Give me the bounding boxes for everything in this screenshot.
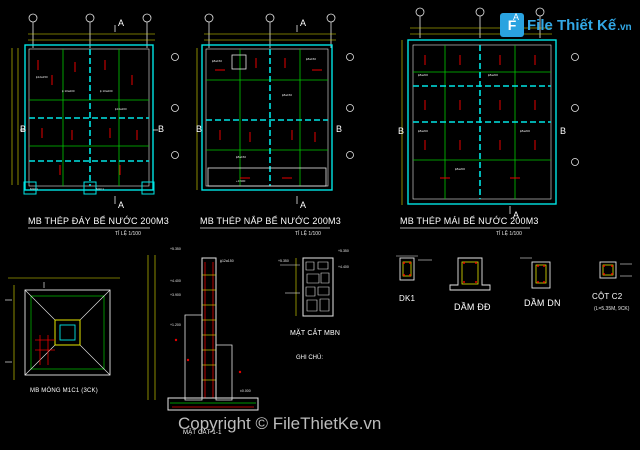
axis-a-label: A [118,18,125,28]
section-mbn-title: MẶT CẮT MBN [290,330,341,337]
axis-a-label: A [513,12,520,22]
svg-text:ϕ12a150: ϕ12a150 [220,259,234,263]
dam-dn-title: DẦM DN [524,298,561,308]
cover-plan-scale: TỈ LỆ 1/100 [295,231,321,237]
floor-plan: ϕ 10a200 ϕ 10a200 ϕ12a150 ϕ10a200 M1C1 M1C1 [11,13,179,204]
cover-plan-title: MB THÉP NẮP BỂ NƯỚC 200M3 [200,216,341,226]
svg-text:+5.350: +5.350 [170,247,181,251]
svg-text:+1.200: +1.200 [170,323,181,327]
axis-a-label: A [118,200,125,210]
section-1-1-title: MẶT CẮT 1-1 [183,430,222,436]
notes-title: GHI CHÚ: [296,355,323,361]
svg-text:ϕ8a200: ϕ8a200 [488,73,498,77]
general-notes: GHI CHÚ: [296,355,323,361]
svg-text:ϕ8a200: ϕ8a200 [455,167,465,171]
svg-text:M1C1: M1C1 [30,187,38,191]
axis-b-label: B [398,126,405,136]
axis-a-label: A [300,200,307,210]
floor-plan-scale: TỈ LỆ 1/100 [115,231,141,237]
dk1-title: DK1 [399,294,416,303]
svg-text:ϕ 10a200: ϕ 10a200 [62,89,75,93]
axis-b-label: B [560,126,567,136]
cover-plan: ϕ8a150 ϕ8a150 ϕ8a150 ϕ8a150 +3.900 [196,13,354,204]
svg-text:ϕ8a200: ϕ8a200 [418,73,428,77]
svg-text:+4.400: +4.400 [170,279,181,283]
axis-b-label: B [158,124,165,134]
svg-text:ϕ8a200: ϕ8a200 [520,129,530,133]
roof-plan-title: MB THÉP MÁI BỂ NƯỚC 200M3 [400,216,539,226]
dam-dd-title: DẦM ĐĐ [454,302,491,312]
beam-details [396,255,632,291]
floor-plan-title: MB THÉP ĐÁY BỂ NƯỚC 200M3 [28,216,169,226]
axis-b-label: B [196,124,203,134]
logo-icon: F [500,13,524,37]
foundation-plan [5,277,120,380]
svg-text:ϕ12a150: ϕ12a150 [36,75,48,79]
svg-text:+5.350: +5.350 [278,259,289,263]
foundation-title: MB MÓNG M1C1 (3CK) [30,388,98,394]
svg-text:ϕ8a150: ϕ8a150 [236,155,246,159]
roof-plan: ϕ8a200 ϕ8a200 ϕ8a200 ϕ8a200 ϕ8a200 [401,7,579,214]
site-logo[interactable]: F File Thiết Kế.vn [500,12,632,38]
cot-c2-title: CỘT C2 [592,292,623,301]
axis-b-label: B [20,124,27,134]
cot-c2-subtitle: (L=5.35M, 9CK) [594,306,630,312]
svg-text:ϕ8a200: ϕ8a200 [418,129,428,133]
axis-a-label: A [513,210,520,220]
svg-text:ϕ 10a200: ϕ 10a200 [100,89,113,93]
svg-text:+3.900: +3.900 [170,293,181,297]
svg-text:ϕ8a150: ϕ8a150 [282,93,292,97]
svg-text:ϕ10a200: ϕ10a200 [115,107,127,111]
logo-text: File Thiết Kế.vn [527,16,632,34]
svg-text:ϕ8a150: ϕ8a150 [212,59,222,63]
copyright-watermark: Copyright © FileThietKe.vn [178,414,382,433]
svg-text:±0.000: ±0.000 [240,389,251,393]
svg-text:+5.350: +5.350 [338,249,349,253]
roof-plan-scale: TỈ LỆ 1/100 [496,231,522,237]
svg-text:ϕ8a150: ϕ8a150 [306,57,316,61]
svg-text:+4.400: +4.400 [338,265,349,269]
axis-b-label: B [336,124,343,134]
svg-text:M1C1: M1C1 [96,187,104,191]
svg-text:+3.900: +3.900 [236,179,246,183]
axis-a-label: A [300,18,307,28]
section-mbn: +5.350 +5.350 +4.400 [278,249,349,317]
section-1-1: +5.350 +4.400 +3.900 +1.200 ±0.000 ϕ12a150 [147,247,259,411]
